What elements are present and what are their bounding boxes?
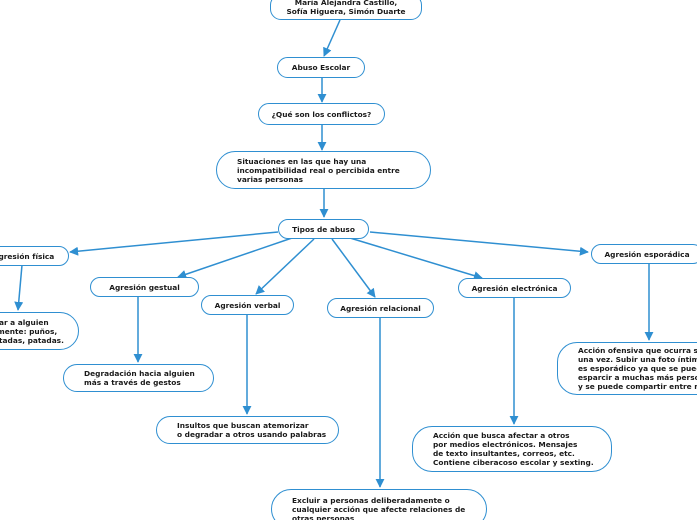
abuso-escolar-node[interactable]: Abuso Escolar [277, 57, 365, 78]
agresion-fisica-description[interactable]: Golpear a alguien físicamente: puños, ca… [0, 312, 79, 350]
edge-tipos-gestual [177, 237, 293, 279]
agresion-relacional-description[interactable]: Excluir a personas deliberadamente o cua… [271, 489, 487, 520]
edge-tipos-electronica [349, 237, 483, 280]
agresion-esporadica-description[interactable]: Acción ofensiva que ocurra solo una vez.… [557, 342, 697, 395]
edge-tipos-fisica [69, 231, 279, 256]
agresion-relacional-node[interactable]: Agresión relacional [327, 298, 434, 318]
edge-tipos-relacional [331, 238, 376, 298]
agresion-gestual-node[interactable]: Agresión gestual [90, 277, 199, 297]
agresion-electronica-node[interactable]: Agresión electrónica [458, 278, 571, 298]
agresion-verbal-description[interactable]: Insultos que buscan atemorizar o degrada… [156, 416, 339, 444]
agresion-gestual-description[interactable]: Degradación hacia alguien más a través d… [63, 364, 214, 392]
agresion-verbal-node[interactable]: Agresión verbal [201, 295, 294, 315]
edge-fisica-desc [14, 264, 24, 311]
tipos-de-abuso-node[interactable]: Tipos de abuso [278, 219, 369, 239]
situaciones-node[interactable]: Situaciones en las que hay una incompati… [216, 151, 431, 189]
edge-authors-abuso [323, 19, 341, 57]
que-son-conflictos-node[interactable]: ¿Qué son los conflictos? [258, 103, 385, 125]
edge-tipos-esporadica [369, 231, 589, 256]
edge-tipos-verbal [255, 238, 315, 295]
agresion-esporadica-node[interactable]: Agresión esporádica [591, 244, 697, 264]
agresion-electronica-description[interactable]: Acción que busca afectar a otros por med… [412, 426, 612, 472]
agresion-fisica-node[interactable]: Agresión física [0, 246, 69, 266]
authors-node[interactable]: María Alejandra Castillo, Sofía Higuera,… [270, 0, 422, 20]
